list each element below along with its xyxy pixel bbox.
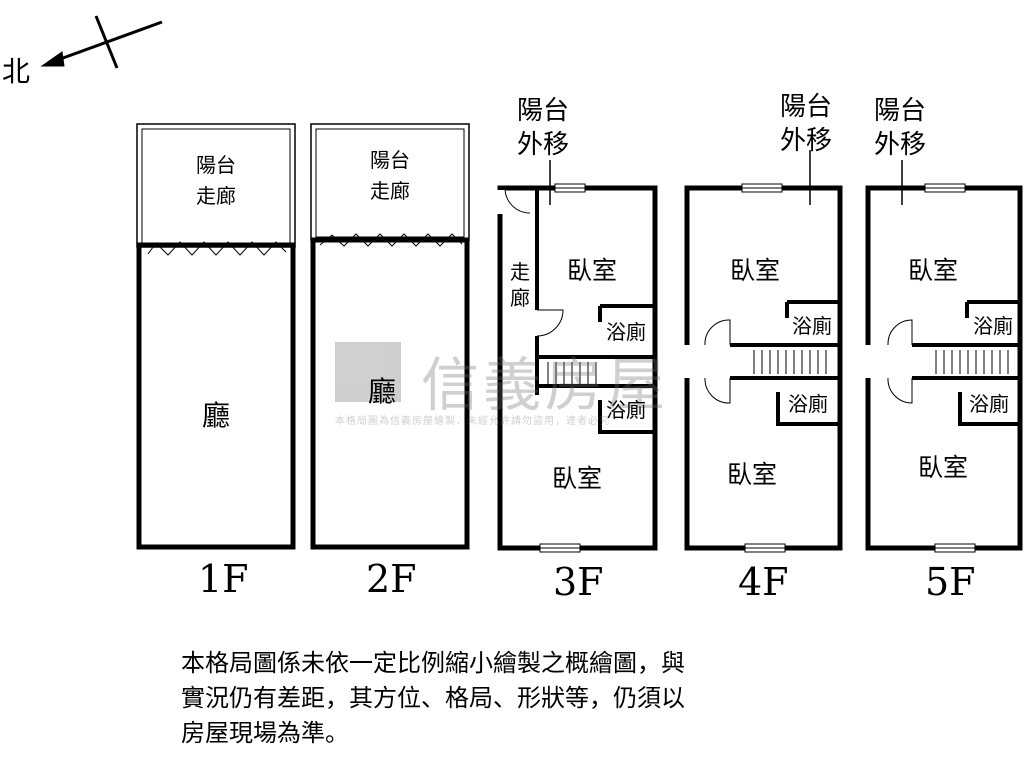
floor-2f-plan — [310, 123, 470, 550]
floor-3f-bath-bottom-label: 浴廁 — [606, 398, 646, 422]
floor-5f-balcony-label-2: 外移 — [874, 130, 927, 160]
floor-3f-corridor-label-1: 走 — [510, 260, 530, 284]
floor-5f-plan — [865, 160, 1023, 553]
floor-1f-plan — [136, 123, 296, 550]
floor-5f-bedroom-bottom-label: 臥室 — [918, 453, 969, 482]
compass-north-label: 北 — [2, 55, 31, 88]
floor-4f-bath-top-label: 浴廁 — [792, 314, 832, 338]
floor-5f-bedroom-top-label: 臥室 — [908, 256, 959, 285]
floor-3f-balcony-label-2: 外移 — [517, 130, 570, 160]
floor-4f-bedroom-top-label: 臥室 — [730, 256, 781, 285]
floor-3f-corridor-label-2: 廊 — [510, 286, 530, 310]
floor-4f-balcony-label-2: 外移 — [780, 126, 833, 156]
floor-4f-title: 4F — [738, 560, 789, 604]
watermark: 信義房屋 本格局圖為信義房屋繪製．未經允許請勿盜用，違者必究 — [335, 338, 695, 433]
floor-5f-bath-bottom-label: 浴廁 — [969, 392, 1009, 416]
floor-2f-hall-label: 廳 — [368, 375, 397, 408]
floor-5f-balcony-label-1: 陽台 — [874, 96, 927, 126]
floor-1f-hall-label: 廳 — [202, 399, 231, 432]
floor-3f-bedroom-bottom-label: 臥室 — [552, 464, 603, 493]
floor-1f-balcony-label: 陽台 — [196, 153, 236, 177]
floor-4f-bedroom-bottom-label: 臥室 — [727, 460, 778, 489]
disclaimer-line-3: 房屋現場為準。 — [181, 719, 349, 747]
disclaimer-line-2: 實況仍有差距，其方位、格局、形狀等，仍須以 — [181, 684, 685, 712]
floor-3f-plan — [497, 160, 658, 553]
north-arrow — [40, 15, 163, 69]
disclaimer-line-1: 本格局圖係未依一定比例縮小繪製之概繪圖，與 — [181, 649, 685, 677]
floor-1f-title: 1F — [198, 557, 249, 601]
floor-4f-bath-bottom-label: 浴廁 — [788, 392, 828, 416]
floor-4f-balcony-label-1: 陽台 — [780, 92, 833, 122]
floor-3f-bath-top-label: 浴廁 — [606, 320, 646, 344]
disclaimer-text: 本格局圖係未依一定比例縮小繪製之概繪圖，與 實況仍有差距，其方位、格局、形狀等，… — [181, 646, 831, 751]
floor-3f-bedroom-top-label: 臥室 — [567, 256, 618, 285]
floor-5f-title: 5F — [925, 560, 976, 604]
floor-2f-title: 2F — [366, 557, 417, 601]
brand-logo-icon — [335, 342, 401, 402]
floor-2f-corridor-label: 走廊 — [370, 179, 410, 203]
floor-5f-bath-top-label: 浴廁 — [973, 314, 1013, 338]
floor-2f-balcony-label: 陽台 — [370, 148, 410, 172]
watermark-note: 本格局圖為信義房屋繪製．未經允許請勿盜用，違者必究 — [335, 416, 610, 427]
floor-3f-balcony-label-1: 陽台 — [517, 96, 570, 126]
floor-1f-corridor-label: 走廊 — [196, 184, 236, 208]
floor-3f-title: 3F — [553, 560, 604, 604]
floor-4f-plan — [684, 150, 843, 553]
watermark-brand: 信義房屋 — [421, 351, 670, 419]
